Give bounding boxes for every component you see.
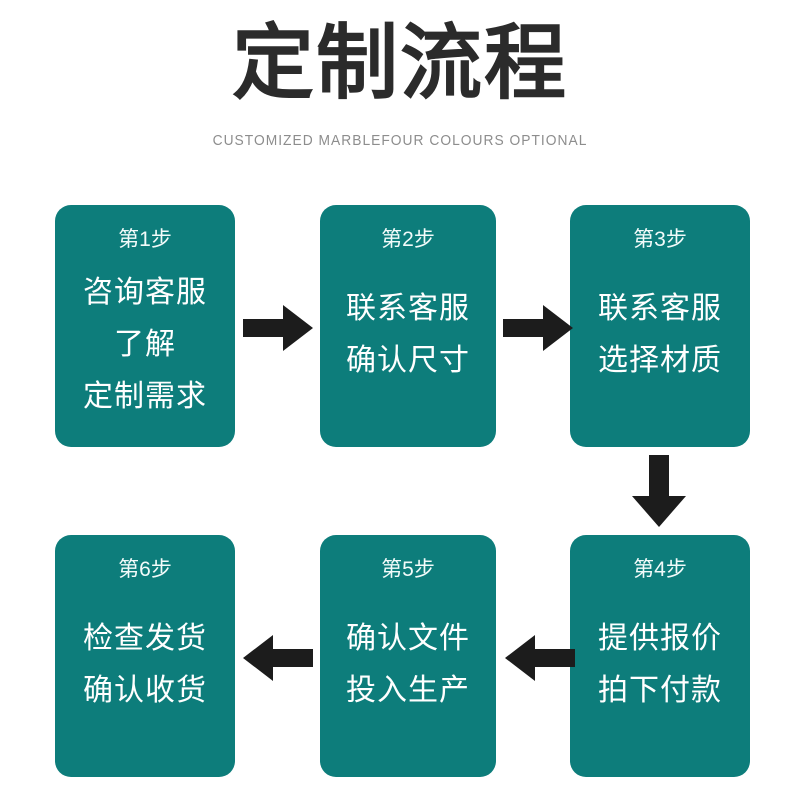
arrow-left-icon <box>505 635 575 681</box>
flow-step-3-number: 第3步 <box>633 228 687 251</box>
page-header: 定制流程 CUSTOMIZED MARBLEFOUR COLOURS OPTIO… <box>0 0 800 180</box>
arrow-right-icon <box>503 305 573 351</box>
flow-step-3-line-1: 联系客服 <box>598 292 722 325</box>
flow-step-4-card[interactable]: 第4步 提供报价 拍下付款 <box>570 535 750 777</box>
flow-step-5-card[interactable]: 第5步 确认文件 投入生产 <box>320 535 496 777</box>
flow-step-2-line-1: 联系客服 <box>346 292 470 325</box>
flow-step-4-line-1: 提供报价 <box>598 622 722 655</box>
flow-step-2-text: 联系客服 确认尺寸 <box>320 283 496 387</box>
flow-step-1-text: 咨询客服 了解 定制需求 <box>55 267 235 423</box>
page-subtitle: CUSTOMIZED MARBLEFOUR COLOURS OPTIONAL <box>212 132 588 149</box>
flow-step-1-line-3: 定制需求 <box>83 380 207 413</box>
arrow-down-icon <box>632 455 686 527</box>
flow-step-5-text: 确认文件 投入生产 <box>320 613 496 717</box>
flow-step-3-card[interactable]: 第3步 联系客服 选择材质 <box>570 205 750 447</box>
flow-step-3-line-2: 选择材质 <box>598 344 722 377</box>
flow-step-4-text: 提供报价 拍下付款 <box>570 613 750 717</box>
flow-step-6-number: 第6步 <box>118 558 172 581</box>
flow-step-3-text: 联系客服 选择材质 <box>570 283 750 387</box>
flow-step-2-number: 第2步 <box>381 228 435 251</box>
arrow-left-icon <box>243 635 313 681</box>
flow-step-4-line-2: 拍下付款 <box>598 674 722 707</box>
flow-step-6-line-1: 检查发货 <box>83 622 207 655</box>
flow-step-5-number: 第5步 <box>381 558 435 581</box>
arrow-right-icon <box>243 305 313 351</box>
flow-step-1-line-2: 了解 <box>114 328 176 361</box>
flow-step-2-card[interactable]: 第2步 联系客服 确认尺寸 <box>320 205 496 447</box>
flow-step-5-line-2: 投入生产 <box>346 674 470 707</box>
flow-step-4-number: 第4步 <box>633 558 687 581</box>
flow-step-1-card[interactable]: 第1步 咨询客服 了解 定制需求 <box>55 205 235 447</box>
flow-step-6-line-2: 确认收货 <box>83 674 207 707</box>
page-title: 定制流程 <box>231 18 568 109</box>
flow-step-1-line-1: 咨询客服 <box>83 276 207 309</box>
flow-step-2-line-2: 确认尺寸 <box>346 344 470 377</box>
flow-step-1-number: 第1步 <box>118 228 172 251</box>
flow-step-6-card[interactable]: 第6步 检查发货 确认收货 <box>55 535 235 777</box>
flow-step-5-line-1: 确认文件 <box>346 622 470 655</box>
flow-step-6-text: 检查发货 确认收货 <box>55 613 235 717</box>
